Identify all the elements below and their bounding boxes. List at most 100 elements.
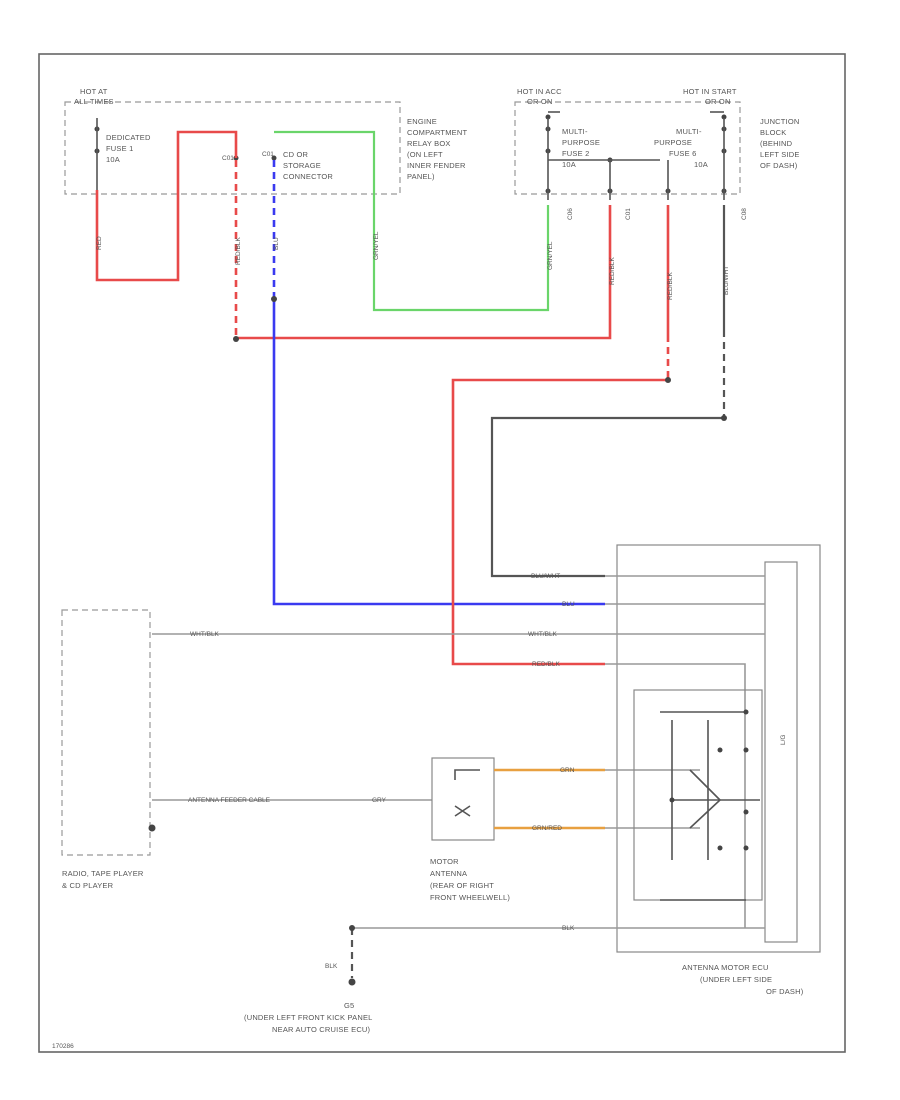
svg-text:NEAR AUTO CRUISE ECU): NEAR AUTO CRUISE ECU) <box>272 1025 371 1034</box>
svg-text:(ON LEFT: (ON LEFT <box>407 150 443 159</box>
ecu-internal-block <box>764 561 798 943</box>
wire-label: GRN/YEL <box>547 241 554 270</box>
relay-contacts <box>660 709 760 901</box>
wire-label: GRN/RED <box>532 825 562 832</box>
figure-id: 170286 <box>52 1043 74 1050</box>
junction-block-outline <box>514 101 741 195</box>
svg-text:CD OR: CD OR <box>283 150 309 159</box>
motor-symbol <box>454 769 480 817</box>
diagram-frame <box>38 53 846 1053</box>
ground-label: G5 (UNDER LEFT FRONT KICK PANEL NEAR AUT… <box>244 1001 373 1034</box>
ecu-relay-outline <box>633 689 763 901</box>
connector-label: C01 <box>222 155 234 162</box>
engine-relay-box-label: ENGINE COMPARTMENT RELAY BOX (ON LEFT IN… <box>407 117 467 181</box>
connector-label: C08 <box>741 208 748 220</box>
svg-text:HOT IN START: HOT IN START <box>683 87 737 96</box>
connector-label: C01 <box>625 208 632 220</box>
wire-label: RED/BLK <box>532 661 560 668</box>
connector-label: C01 <box>262 151 274 158</box>
svg-text:ALL TIMES: ALL TIMES <box>74 97 114 106</box>
wire-red-left <box>95 130 238 282</box>
svg-text:INNER FENDER: INNER FENDER <box>407 161 466 170</box>
fuse-internal-lines <box>96 111 725 200</box>
svg-text:(REAR OF RIGHT: (REAR OF RIGHT <box>430 881 494 890</box>
svg-text:DEDICATED: DEDICATED <box>106 133 151 142</box>
svg-text:PANEL): PANEL) <box>407 172 435 181</box>
wire-red-blk-4 <box>451 378 668 666</box>
svg-text:MOTOR: MOTOR <box>430 857 459 866</box>
svg-text:(UNDER LEFT FRONT KICK PANEL: (UNDER LEFT FRONT KICK PANEL <box>244 1013 373 1022</box>
wire-blu-wht-2 <box>490 416 724 578</box>
fuse-terminals <box>94 114 727 194</box>
wire-label: RED/BLK <box>235 237 242 265</box>
wire-label: WHT/BLK <box>190 631 220 638</box>
svg-text:G5: G5 <box>344 1001 354 1010</box>
wire-label: GRY <box>372 797 387 804</box>
wire-label: ANTENNA FEEDER CABLE <box>188 797 271 804</box>
svg-text:FUSE 2: FUSE 2 <box>562 149 589 158</box>
svg-text:RADIO, TAPE PLAYER: RADIO, TAPE PLAYER <box>62 869 144 878</box>
svg-text:FUSE 6: FUSE 6 <box>669 149 696 158</box>
wire-label: RED/BLK <box>667 272 674 300</box>
radio-label: RADIO, TAPE PLAYER & CD PLAYER <box>62 869 144 890</box>
hot-in-acc-label: HOT IN ACC OR ON <box>517 87 562 106</box>
motor-antenna-label: MOTOR ANTENNA (REAR OF RIGHT FRONT WHEEL… <box>430 857 510 902</box>
motor-antenna-box <box>431 757 495 841</box>
svg-text:JUNCTION: JUNCTION <box>760 117 800 126</box>
svg-text:OF DASH): OF DASH) <box>760 161 798 170</box>
wire-red-blk-1b <box>236 205 612 340</box>
svg-text:MULTI-: MULTI- <box>676 127 702 136</box>
svg-text:STORAGE: STORAGE <box>283 161 321 170</box>
svg-text:10A: 10A <box>106 155 120 164</box>
wire-label: RED/BLK <box>609 257 616 285</box>
svg-text:10A: 10A <box>562 160 576 169</box>
svg-text:OR ON: OR ON <box>527 97 553 106</box>
svg-text:OR ON: OR ON <box>705 97 731 106</box>
svg-text:LEFT SIDE: LEFT SIDE <box>760 150 800 159</box>
svg-text:HOT IN ACC: HOT IN ACC <box>517 87 562 96</box>
svg-text:(BEHIND: (BEHIND <box>760 139 793 148</box>
wire-label: RED <box>96 236 103 250</box>
antenna-ecu-outline <box>616 544 821 953</box>
dedicated-fuse-label: DEDICATED FUSE 1 10A <box>106 133 151 164</box>
svg-text:(UNDER LEFT SIDE: (UNDER LEFT SIDE <box>700 975 772 984</box>
svg-text:COMPARTMENT: COMPARTMENT <box>407 128 467 137</box>
wire-blue <box>272 300 605 606</box>
antenna-ecu-label: ANTENNA MOTOR ECU (UNDER LEFT SIDE OF DA… <box>682 963 804 996</box>
svg-text:ANTENNA MOTOR ECU: ANTENNA MOTOR ECU <box>682 963 769 972</box>
wire-label: GRN <box>560 767 575 774</box>
ecu-marker: L/G <box>780 735 787 745</box>
wire-label: BLK <box>325 963 338 970</box>
svg-text:RELAY BOX: RELAY BOX <box>407 139 451 148</box>
svg-text:CONNECTOR: CONNECTOR <box>283 172 333 181</box>
svg-text:& CD PLAYER: & CD PLAYER <box>62 881 114 890</box>
wire-label: BLU/WHT <box>723 266 730 295</box>
svg-text:BLOCK: BLOCK <box>760 128 786 137</box>
ecu-pins <box>605 575 765 929</box>
junction-block-label: JUNCTION BLOCK (BEHIND LEFT SIDE OF DASH… <box>760 117 800 170</box>
svg-text:ANTENNA: ANTENNA <box>430 869 467 878</box>
svg-text:HOT AT: HOT AT <box>80 87 108 96</box>
svg-text:FRONT WHEELWELL): FRONT WHEELWELL) <box>430 893 510 902</box>
svg-text:OF DASH): OF DASH) <box>766 987 804 996</box>
wire-label: BLU/WHT <box>531 573 560 580</box>
hot-in-start-label: HOT IN START OR ON <box>683 87 737 106</box>
svg-text:PURPOSE: PURPOSE <box>562 138 600 147</box>
wire-label: BLU <box>562 601 575 608</box>
hot-at-all-times-label: HOT AT ALL TIMES <box>74 87 114 106</box>
svg-text:PURPOSE: PURPOSE <box>654 138 692 147</box>
svg-text:10A: 10A <box>694 160 708 169</box>
wire-label: BLU <box>273 237 280 250</box>
multi-fuse-2-label: MULTI- PURPOSE FUSE 2 10A <box>562 127 600 169</box>
svg-text:ENGINE: ENGINE <box>407 117 437 126</box>
wire-label: BLK <box>562 925 575 932</box>
connector-label: C06 <box>567 208 574 220</box>
wire-label: GRN/YEL <box>373 231 380 260</box>
wire-label: WHT/BLK <box>528 631 558 638</box>
svg-text:FUSE 1: FUSE 1 <box>106 144 133 153</box>
radio-outline <box>61 609 151 856</box>
cd-storage-connector-label: CD OR STORAGE CONNECTOR <box>283 150 333 181</box>
svg-text:MULTI-: MULTI- <box>562 127 588 136</box>
wire-green <box>274 130 550 312</box>
